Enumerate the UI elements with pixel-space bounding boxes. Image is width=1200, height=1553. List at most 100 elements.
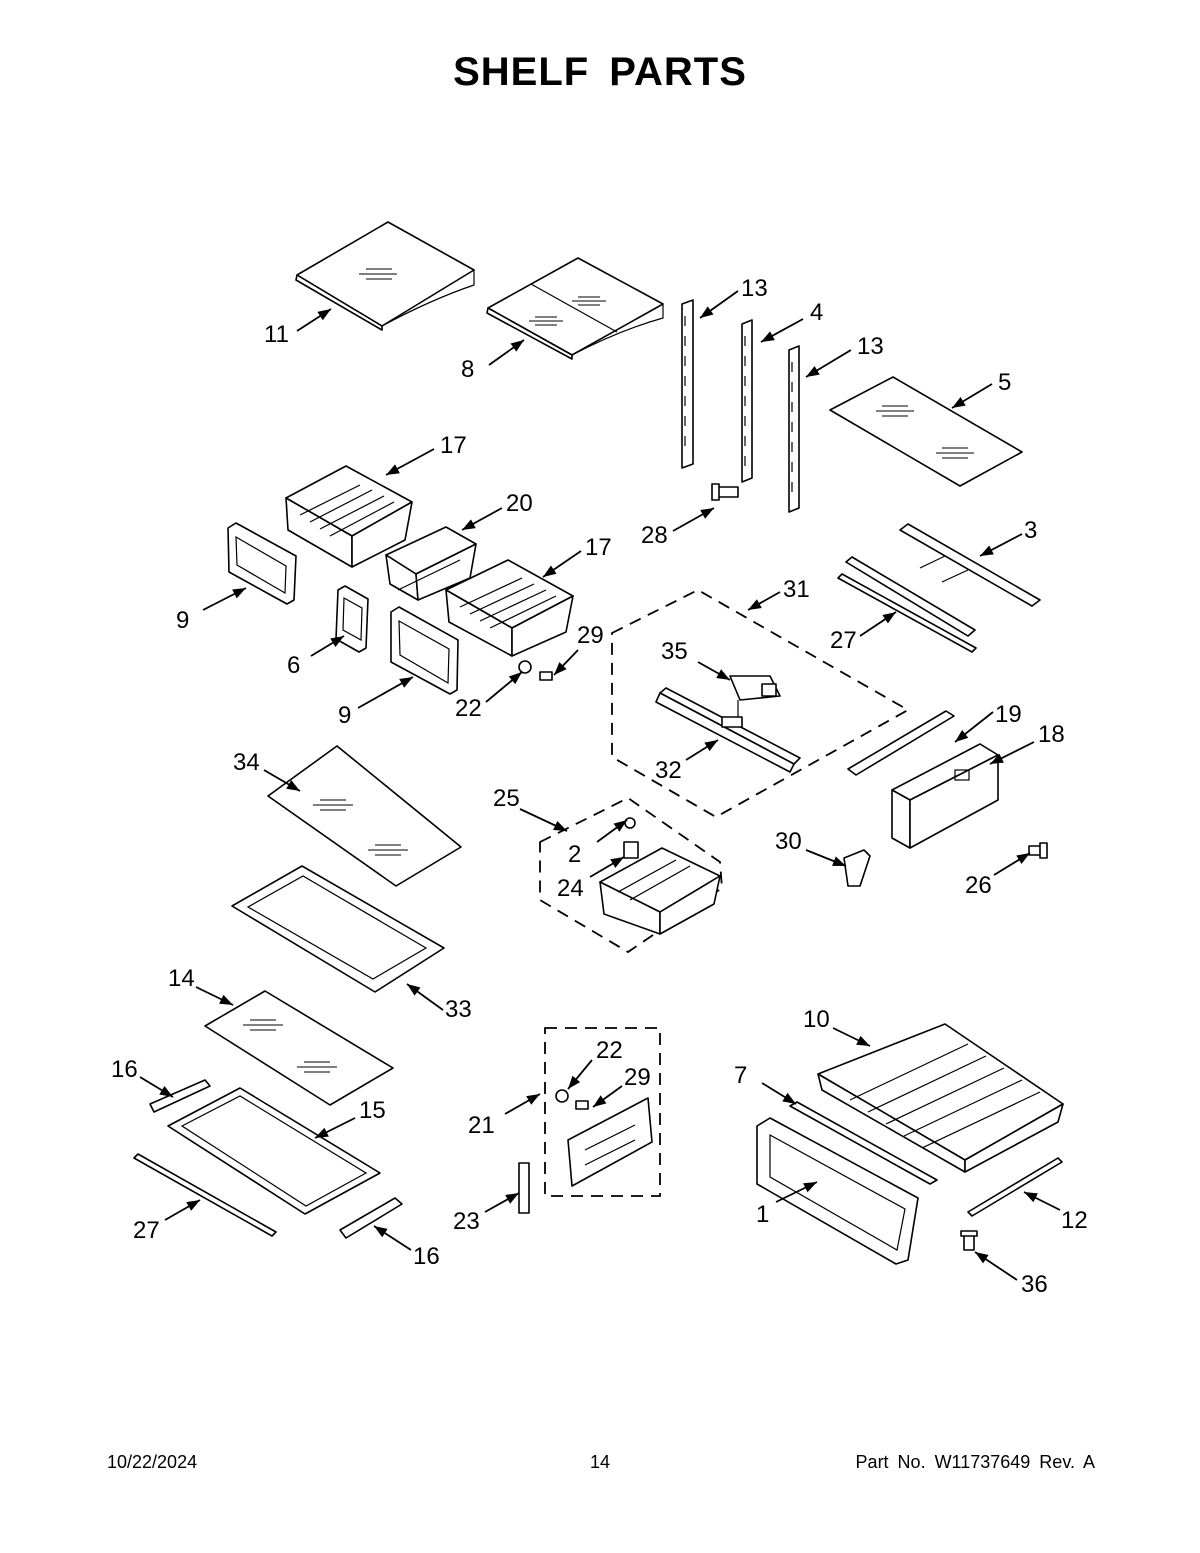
callout-9: 9: [338, 702, 351, 729]
leader-arrow-32: [685, 739, 719, 761]
part-27-rail-upper: [837, 573, 977, 653]
callout-14: 14: [168, 965, 195, 992]
leader-arrow-16: [373, 1225, 412, 1251]
callout-10: 10: [803, 1006, 830, 1033]
leader-arrow-36: [974, 1251, 1018, 1281]
callout-24: 24: [557, 875, 584, 902]
callout-5: 5: [998, 369, 1011, 396]
leader-arrow-20: [461, 507, 503, 531]
callout-27: 27: [830, 627, 857, 654]
part-36-screw: [960, 1230, 978, 1251]
part-19-slide-rail: [847, 710, 955, 776]
part-16-end-cap-upper: [149, 1079, 211, 1113]
callout-13: 13: [741, 275, 768, 302]
part-1-drawer-front: [756, 1117, 919, 1265]
part-20-crisper-bin: [385, 526, 477, 601]
leader-arrow-24: [589, 856, 625, 878]
part-33-shelf-frame: [231, 865, 445, 993]
callout-15: 15: [359, 1097, 386, 1124]
callout-13: 13: [857, 333, 884, 360]
part-35-bracket: [729, 675, 781, 701]
callout-9: 9: [176, 607, 189, 634]
callout-7: 7: [734, 1062, 747, 1089]
part-6-small-cover: [335, 585, 369, 653]
callout-34: 34: [233, 749, 260, 776]
part-23-trim-strip: [518, 1162, 530, 1214]
callout-3: 3: [1024, 517, 1037, 544]
callout-31: 31: [783, 576, 810, 603]
callout-6: 6: [287, 652, 300, 679]
leader-arrow-23: [484, 1192, 520, 1213]
leader-arrow-22: [485, 671, 523, 703]
callout-19: 19: [995, 701, 1022, 728]
callout-12: 12: [1061, 1207, 1088, 1234]
part-15-shelf-frame: [167, 1087, 381, 1215]
footer-date: 10/22/2024: [107, 1452, 198, 1472]
part-21-hinge-bracket: [567, 1097, 653, 1187]
part-14-glass-shelf: [204, 990, 394, 1106]
callout-1: 1: [756, 1201, 769, 1228]
leader-arrow-3: [979, 533, 1023, 557]
leader-arrow-13: [699, 290, 739, 319]
leader-arrow-5: [951, 383, 993, 409]
leader-arrow-28: [672, 507, 715, 532]
part-4-ladder-center: [741, 319, 753, 483]
leader-arrow-15: [314, 1117, 356, 1139]
callout-22: 22: [596, 1037, 623, 1064]
leader-arrow-34: [263, 769, 301, 792]
callout-2: 2: [568, 841, 581, 868]
leader-arrow-1: [775, 1181, 818, 1203]
callout-28: 28: [641, 522, 668, 549]
callout-35: 35: [661, 638, 688, 665]
part-25-bin: [599, 847, 721, 935]
callout-16: 16: [413, 1243, 440, 1270]
part-29-screw-upper: [539, 671, 553, 681]
callout-25: 25: [493, 785, 520, 812]
leader-arrow-18: [989, 741, 1035, 765]
leader-arrow-17: [542, 550, 582, 578]
leader-arrow-16: [139, 1076, 174, 1098]
callout-16: 16: [111, 1056, 138, 1083]
leader-arrow-29: [592, 1085, 623, 1108]
callout-22: 22: [455, 695, 482, 722]
leader-arrow-10: [832, 1027, 871, 1047]
leader-arrow-21: [504, 1093, 541, 1115]
leader-arrow-17: [385, 448, 435, 476]
leader-arrow-19: [954, 711, 994, 743]
part-22-cap-upper: [518, 660, 532, 674]
leader-arrow-9: [357, 676, 414, 709]
leader-arrow-12: [1023, 1191, 1061, 1211]
part-5-glass-shelf: [829, 376, 1023, 487]
part-8-split-shelf: [486, 257, 664, 360]
leader-arrow-6: [310, 635, 345, 657]
callout-29: 29: [577, 622, 604, 649]
leader-arrow-9: [202, 587, 247, 611]
leader-arrows: [139, 290, 1061, 1281]
leader-arrow-2: [596, 819, 628, 843]
callout-33: 33: [445, 996, 472, 1023]
part-27-rail-lower: [133, 1153, 277, 1237]
group-31-outline: [611, 588, 910, 819]
part-26-screw: [1028, 842, 1048, 859]
leader-arrow-8: [488, 339, 525, 366]
callout-8: 8: [461, 356, 474, 383]
callout-11: 11: [264, 321, 289, 348]
part-17-crisper-upper: [285, 465, 413, 568]
callout-29: 29: [624, 1064, 651, 1091]
callout-17: 17: [585, 534, 612, 561]
part-12-slide-rod: [967, 1157, 1063, 1217]
callout-32: 32: [655, 757, 682, 784]
part-9-drawer-front-lower: [390, 606, 459, 695]
part-32-channel: [655, 687, 801, 773]
part-13-ladder-left: [681, 299, 694, 469]
leader-arrow-7: [761, 1082, 797, 1105]
leader-arrow-31: [747, 591, 781, 611]
callout-18: 18: [1038, 721, 1065, 748]
group-21-outline: [544, 1027, 661, 1197]
part-29-screw-lower: [575, 1100, 589, 1110]
leader-arrow-4: [760, 318, 804, 343]
part-22-cap-lower: [555, 1089, 569, 1103]
leader-arrow-25: [519, 808, 568, 832]
page-title: SHELF PARTS: [453, 50, 747, 94]
part-17-crisper-lower: [445, 559, 574, 657]
